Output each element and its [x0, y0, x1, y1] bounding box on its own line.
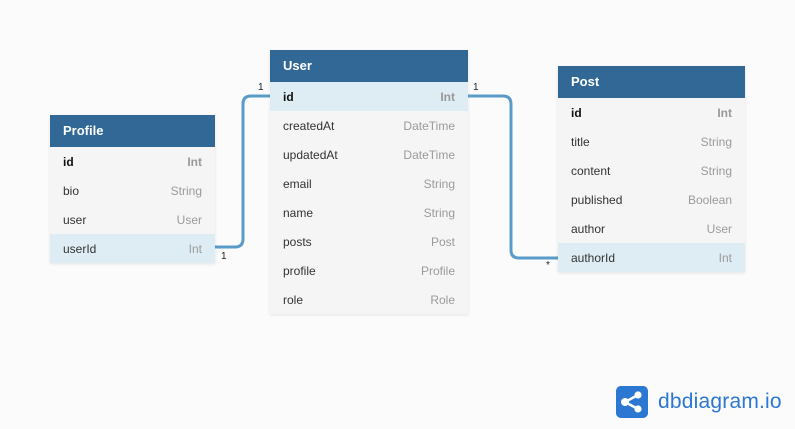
brand-logo[interactable]: dbdiagram.io	[616, 386, 782, 418]
field-name: id	[283, 89, 294, 104]
field-type: Int	[188, 241, 202, 256]
field-row[interactable]: role Role	[270, 285, 468, 314]
link-user-post[interactable]	[468, 94, 558, 260]
field-type: DateTime	[403, 147, 455, 162]
cardinality-label: 1	[221, 251, 227, 262]
field-type: String	[700, 163, 732, 178]
field-type: DateTime	[403, 118, 455, 133]
field-type: User	[176, 212, 202, 227]
cardinality-label: *	[546, 260, 550, 271]
field-name: bio	[63, 183, 80, 198]
field-name: author	[571, 221, 606, 236]
field-type: String	[170, 183, 202, 198]
field-name: title	[571, 134, 590, 149]
field-type: Int	[717, 105, 732, 120]
field-row[interactable]: id Int	[558, 98, 745, 127]
field-row[interactable]: createdAt DateTime	[270, 111, 468, 140]
field-type: Post	[430, 234, 455, 249]
cardinality-label: 1	[473, 82, 479, 93]
field-type: String	[423, 176, 455, 191]
field-row[interactable]: user User	[50, 205, 215, 234]
field-name: updatedAt	[283, 147, 338, 162]
field-row[interactable]: profile Profile	[270, 256, 468, 285]
field-type: User	[706, 221, 732, 236]
field-row[interactable]: authorId Int	[558, 243, 745, 272]
share-nodes-icon	[616, 386, 648, 418]
field-type: Int	[718, 250, 732, 265]
table-header[interactable]: User	[270, 50, 468, 82]
cardinality-label: 1	[258, 82, 264, 93]
field-row[interactable]: author User	[558, 214, 745, 243]
field-name: role	[283, 292, 304, 307]
field-type: Boolean	[687, 192, 732, 207]
field-name: profile	[283, 263, 316, 278]
field-name: createdAt	[283, 118, 335, 133]
field-row[interactable]: id Int	[50, 147, 215, 176]
field-type: Int	[440, 89, 455, 104]
field-name: email	[283, 176, 312, 191]
field-type: Role	[430, 292, 455, 307]
field-name: published	[571, 192, 623, 207]
field-name: user	[63, 212, 87, 227]
table-user[interactable]: User id Int createdAt DateTime updatedAt…	[270, 50, 468, 314]
field-name: content	[571, 163, 611, 178]
field-row[interactable]: email String	[270, 169, 468, 198]
field-name: authorId	[571, 250, 616, 265]
field-row[interactable]: bio String	[50, 176, 215, 205]
field-name: userId	[63, 241, 97, 256]
field-row[interactable]: name String	[270, 198, 468, 227]
field-type: String	[700, 134, 732, 149]
field-row[interactable]: posts Post	[270, 227, 468, 256]
field-row[interactable]: published Boolean	[558, 185, 745, 214]
table-header[interactable]: Post	[558, 66, 745, 98]
field-row[interactable]: userId Int	[50, 234, 215, 263]
table-profile[interactable]: Profile id Int bio String user User user…	[50, 115, 215, 263]
table-header[interactable]: Profile	[50, 115, 215, 147]
link-profile-user[interactable]	[215, 94, 270, 249]
field-type: String	[423, 205, 455, 220]
field-row[interactable]: id Int	[270, 82, 468, 111]
field-row[interactable]: content String	[558, 156, 745, 185]
field-name: posts	[283, 234, 312, 249]
field-type: Int	[187, 154, 202, 169]
table-post[interactable]: Post id Int title String content String …	[558, 66, 745, 272]
field-name: id	[571, 105, 582, 120]
brand-name: dbdiagram.io	[658, 390, 782, 413]
field-type: Profile	[420, 263, 455, 278]
field-name: id	[63, 154, 74, 169]
field-name: name	[283, 205, 314, 220]
field-row[interactable]: title String	[558, 127, 745, 156]
field-row[interactable]: updatedAt DateTime	[270, 140, 468, 169]
